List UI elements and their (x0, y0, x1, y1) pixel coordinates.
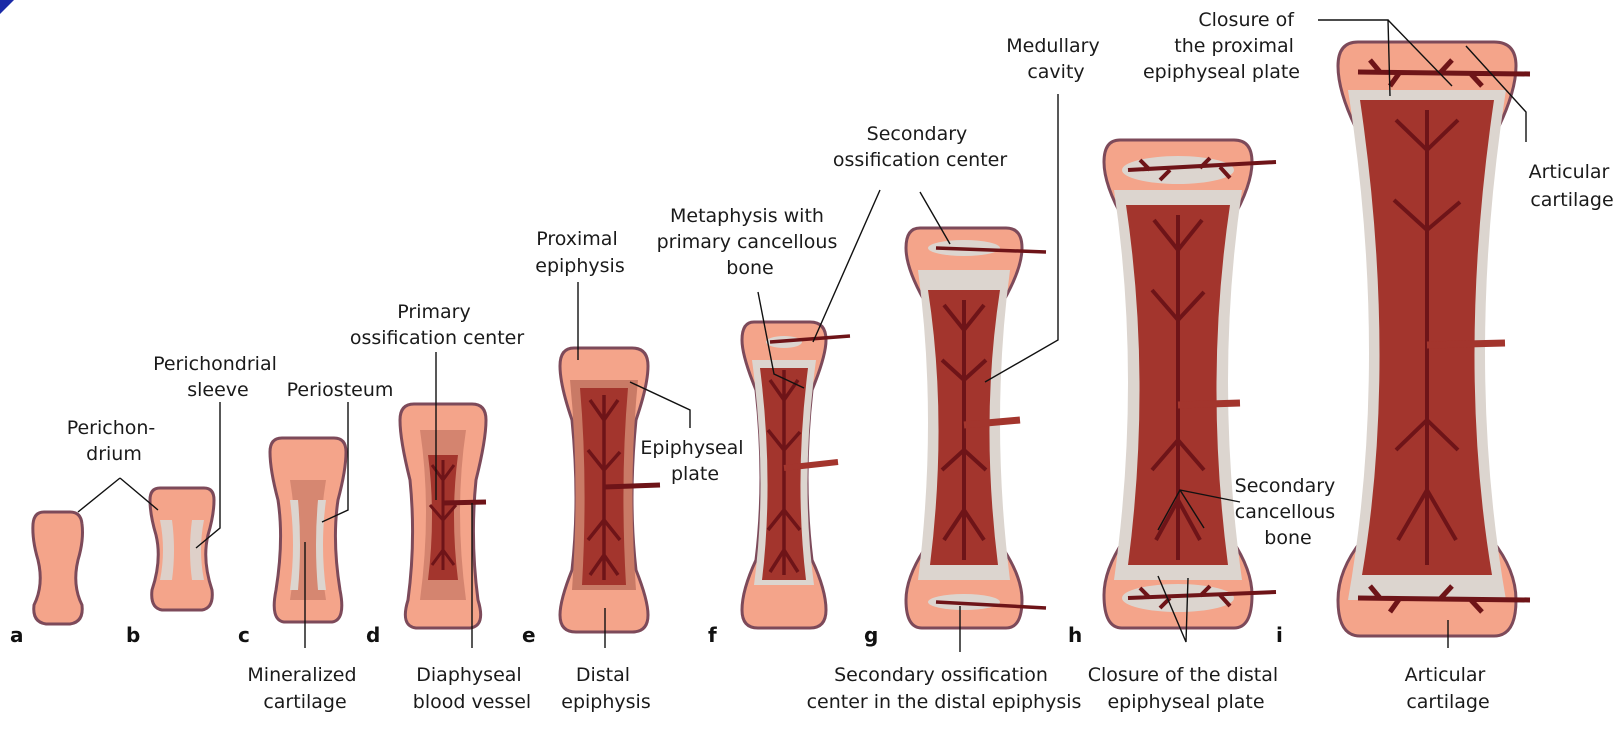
label-medullary-cavity: Medullary cavity (1006, 35, 1106, 83)
stage-letter-b: b (126, 623, 140, 647)
diaphyseal-vessel-g (964, 420, 1020, 425)
stage-letter-g: g (864, 623, 878, 647)
stage-letter-i: i (1276, 623, 1283, 647)
label-articular-cartilage-bottom: Articular cartilage (1405, 664, 1492, 713)
cartilage-model-a (33, 512, 83, 624)
label-proximal-epiphysis: Proximal epiphysis (535, 228, 624, 277)
bone-stage-f (742, 322, 850, 628)
stage-letter-a: a (10, 623, 24, 647)
label-mineralized-cartilage: Mineralized cartilage (247, 664, 362, 713)
bone-stage-i (1338, 42, 1530, 636)
label-diaphyseal-vessel: Diaphyseal blood vessel (413, 664, 531, 713)
label-secondary-ossification: Secondary ossification center (833, 123, 1008, 171)
label-secondary-ossification-distal: Secondary ossification center in the dis… (807, 664, 1082, 713)
label-epiphyseal-plate: Epiphyseal plate (640, 437, 749, 485)
bone-stage-c (270, 438, 346, 622)
stage-letter-h: h (1068, 623, 1082, 647)
label-perichondrium: Perichon- drium (67, 417, 162, 465)
label-closure-distal: Closure of the distal epiphyseal plate (1088, 664, 1284, 713)
label-perichondrial-sleeve: Perichondrial sleeve (153, 353, 283, 401)
label-distal-epiphysis: Distal epiphysis (561, 664, 650, 713)
leader-perichondrium (78, 478, 158, 512)
stage-letter-d: d (366, 623, 380, 647)
diaphyseal-vessel-h (1178, 403, 1240, 405)
label-articular-cartilage-top: Articular cartilage (1529, 161, 1616, 211)
stage-letter-c: c (238, 623, 250, 647)
diaphyseal-vessel-i (1427, 343, 1505, 345)
bone-stage-e (560, 348, 660, 632)
bone-stage-b (150, 488, 214, 610)
cartilage-model-b (150, 488, 214, 610)
bone-stage-a (33, 512, 83, 624)
diaphyseal-vessel-d (443, 502, 486, 503)
label-periosteum: Periosteum (287, 379, 394, 401)
stage-letter-f: f (708, 623, 717, 647)
stage-letter-e: e (522, 623, 536, 647)
bone-stage-d (400, 404, 486, 628)
label-metaphysis: Metaphysis with primary cancellous bone (657, 205, 844, 279)
label-secondary-cancellous: Secondary cancellous bone (1235, 475, 1342, 549)
bone-stage-g (906, 228, 1046, 628)
bone-stage-h (1104, 140, 1276, 628)
diaphyseal-vessel-e (604, 485, 660, 487)
label-primary-ossification: Primary ossification center (350, 301, 525, 349)
label-closure-proximal: Closure of the proximal epiphyseal plate (1143, 9, 1300, 83)
